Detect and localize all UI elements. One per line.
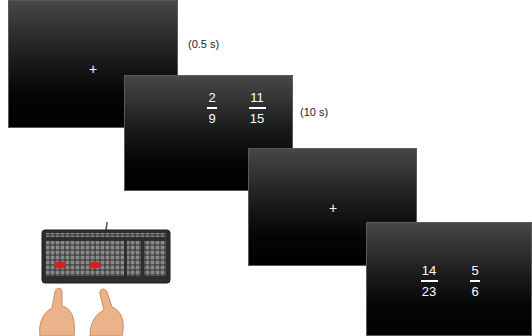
duration-label: (10 s)	[300, 106, 328, 119]
left-hand	[40, 288, 75, 336]
denominator: 9	[208, 111, 215, 126]
fraction: 29	[192, 90, 232, 126]
duration-label: (0.5 s)	[188, 38, 219, 51]
fraction-bar	[421, 280, 438, 282]
numerator: 14	[422, 263, 436, 278]
function-keys	[46, 233, 166, 237]
numerator: 5	[471, 263, 478, 278]
fraction: 1423	[409, 263, 449, 299]
response-key-right	[89, 262, 101, 269]
fraction-bar	[249, 107, 266, 109]
fraction: 56	[455, 263, 495, 299]
right-hand	[90, 289, 123, 336]
numpad-keys	[144, 241, 166, 276]
response-key-left	[54, 262, 66, 269]
fraction-bar	[470, 280, 480, 282]
denominator: 15	[250, 111, 264, 126]
keyboard-body	[42, 230, 170, 283]
denominator: 6	[471, 284, 478, 299]
numerator: 11	[250, 90, 264, 105]
main-keys	[46, 241, 124, 276]
fraction: 1115	[237, 90, 277, 126]
denominator: 23	[422, 284, 436, 299]
numerator: 2	[208, 90, 215, 105]
fraction-bar	[207, 107, 217, 109]
screen-frame: 142356	[366, 222, 532, 336]
fixation-cross: +	[89, 62, 97, 77]
fixation-cross: +	[329, 201, 337, 216]
nav-keys	[127, 241, 141, 276]
